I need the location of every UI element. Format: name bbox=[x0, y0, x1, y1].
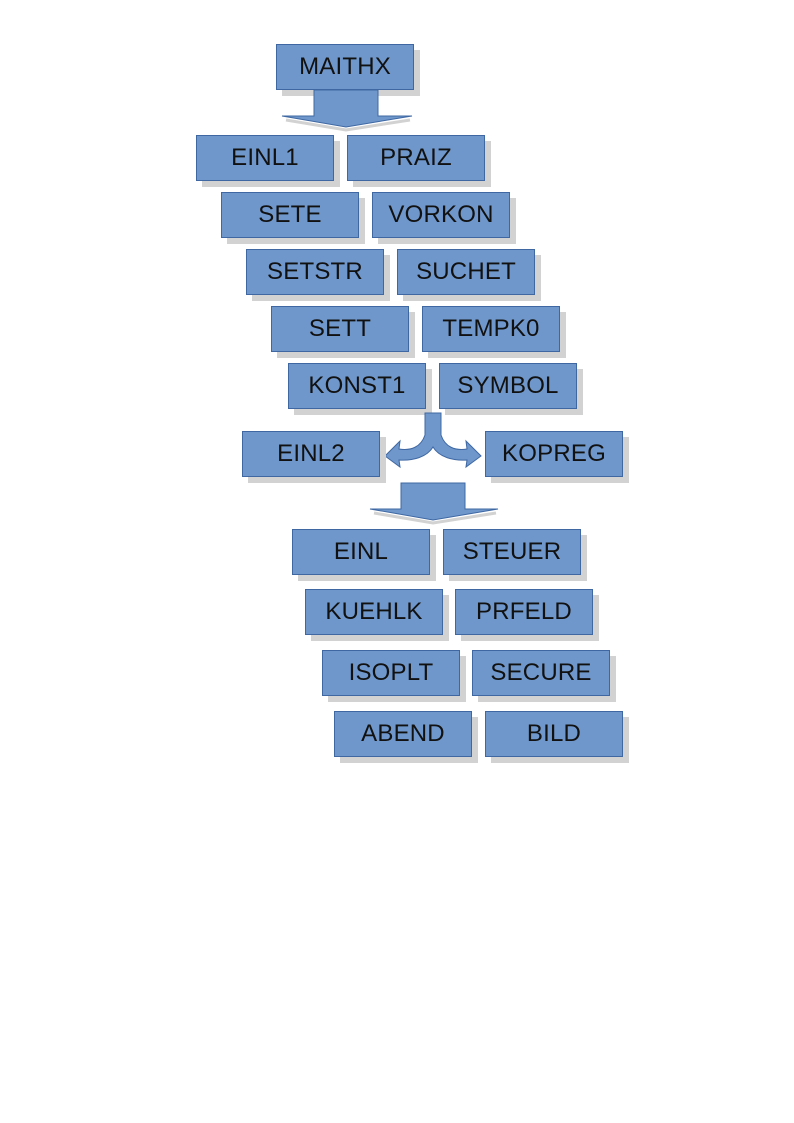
node-prfeld: PRFELD bbox=[455, 589, 593, 635]
node-maithx: MAITHX bbox=[276, 44, 414, 90]
node-steuer: STEUER bbox=[443, 529, 581, 575]
down-arrow-icon bbox=[369, 482, 499, 525]
down-arrow-icon bbox=[281, 89, 413, 132]
node-vorkon: VORKON bbox=[372, 192, 510, 238]
node-kopreg: KOPREG bbox=[485, 431, 623, 477]
node-sett: SETT bbox=[271, 306, 409, 352]
node-symbol: SYMBOL bbox=[439, 363, 577, 409]
node-einl: EINL bbox=[292, 529, 430, 575]
node-praiz: PRAIZ bbox=[347, 135, 485, 181]
split-arrow-icon bbox=[384, 412, 482, 469]
node-sete: SETE bbox=[221, 192, 359, 238]
node-isoplt: ISOPLT bbox=[322, 650, 460, 696]
node-konst1: KONST1 bbox=[288, 363, 426, 409]
node-einl2: EINL2 bbox=[242, 431, 380, 477]
node-setstr: SETSTR bbox=[246, 249, 384, 295]
node-einl1: EINL1 bbox=[196, 135, 334, 181]
node-bild: BILD bbox=[485, 711, 623, 757]
node-kuehlk: KUEHLK bbox=[305, 589, 443, 635]
node-secure: SECURE bbox=[472, 650, 610, 696]
node-suchet: SUCHET bbox=[397, 249, 535, 295]
node-abend: ABEND bbox=[334, 711, 472, 757]
node-tempk0: TEMPK0 bbox=[422, 306, 560, 352]
